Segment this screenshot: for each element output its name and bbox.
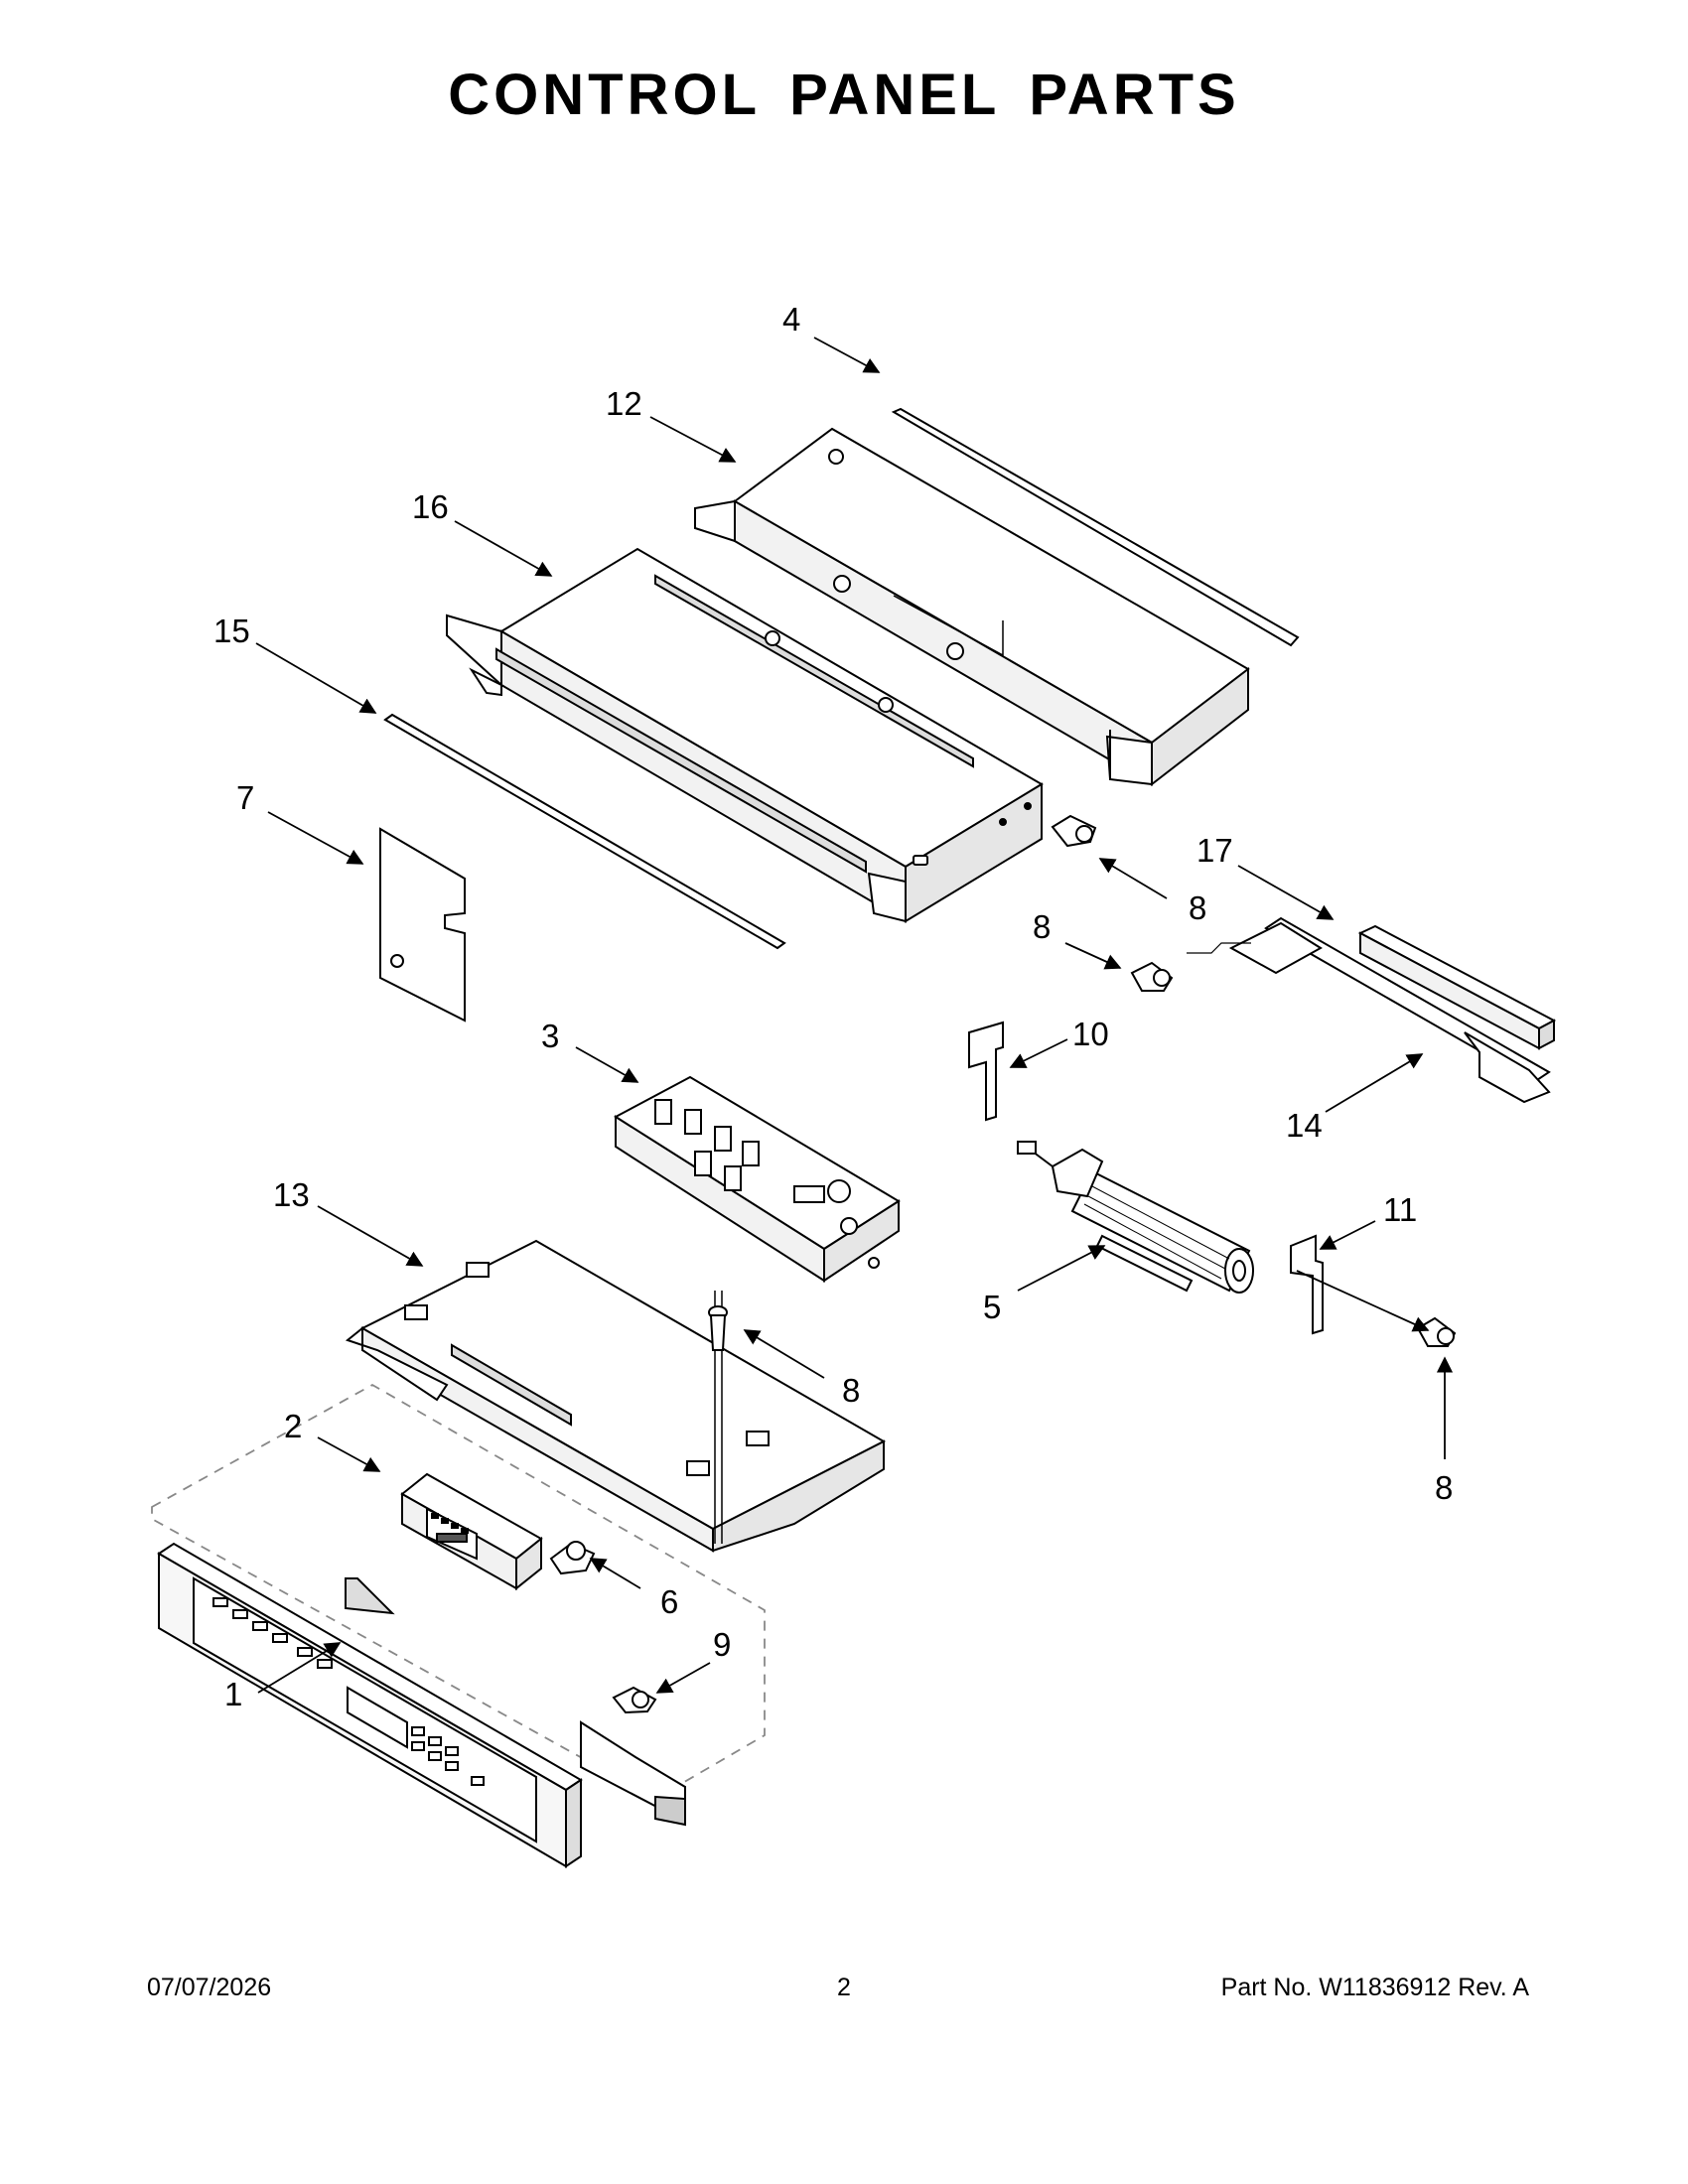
screw-6 [549, 1541, 596, 1575]
part-16-panel-housing [446, 547, 1044, 923]
callout-7: 7 [236, 779, 254, 816]
part-4-gasket-strip [891, 407, 1300, 647]
page-title: CONTROL PANEL PARTS [448, 63, 1240, 127]
callout-8b: 8 [1033, 908, 1051, 945]
assembly-outline [151, 1383, 766, 1801]
callout-13: 13 [273, 1176, 310, 1213]
screw-8-upper [1051, 814, 1097, 848]
callout-8a: 8 [1189, 889, 1206, 926]
callout-16: 16 [412, 488, 449, 525]
part-3-control-board [614, 1075, 901, 1283]
part-7-shield-plate [379, 827, 466, 1023]
part-2-display-board [400, 1472, 543, 1591]
callout-10: 10 [1072, 1016, 1109, 1052]
callout-6: 6 [660, 1583, 678, 1620]
footer-date: 07/07/2026 [147, 1974, 272, 2001]
callout-1: 1 [224, 1676, 242, 1712]
part-15-long-strip [383, 713, 786, 950]
callout-15: 15 [213, 613, 250, 649]
callout-5: 5 [983, 1289, 1001, 1325]
part-5-blower-fan [1017, 1141, 1254, 1294]
callout-8c: 8 [842, 1372, 860, 1409]
callout-12: 12 [606, 385, 642, 422]
callout-8d: 8 [1435, 1469, 1453, 1506]
callout-3: 3 [541, 1018, 559, 1054]
callout-2: 2 [284, 1408, 302, 1444]
callout-9: 9 [713, 1626, 731, 1663]
part-11-bracket [1290, 1234, 1324, 1335]
part-17-bar [1357, 924, 1557, 1050]
footer-page-number: 2 [837, 1974, 851, 2001]
part-14-bracket [1187, 916, 1551, 1104]
part-12-upper-cover [694, 427, 1250, 787]
screw-8-left [1130, 961, 1174, 992]
screw-8-right [1416, 1316, 1457, 1347]
part-10-small-bracket [968, 1021, 1004, 1122]
callout-11: 11 [1383, 1191, 1417, 1228]
screw-9 [612, 1686, 657, 1714]
part-13-base-plate [345, 1239, 887, 1553]
screw-8-center [708, 1305, 728, 1351]
callout-17: 17 [1196, 832, 1233, 869]
footer-part-number: Part No. W11836912 Rev. A [1220, 1974, 1529, 2001]
leader-lines [255, 337, 1454, 1694]
callout-14: 14 [1286, 1107, 1323, 1144]
part-1-control-console [157, 1542, 686, 1868]
callout-4: 4 [782, 301, 800, 338]
